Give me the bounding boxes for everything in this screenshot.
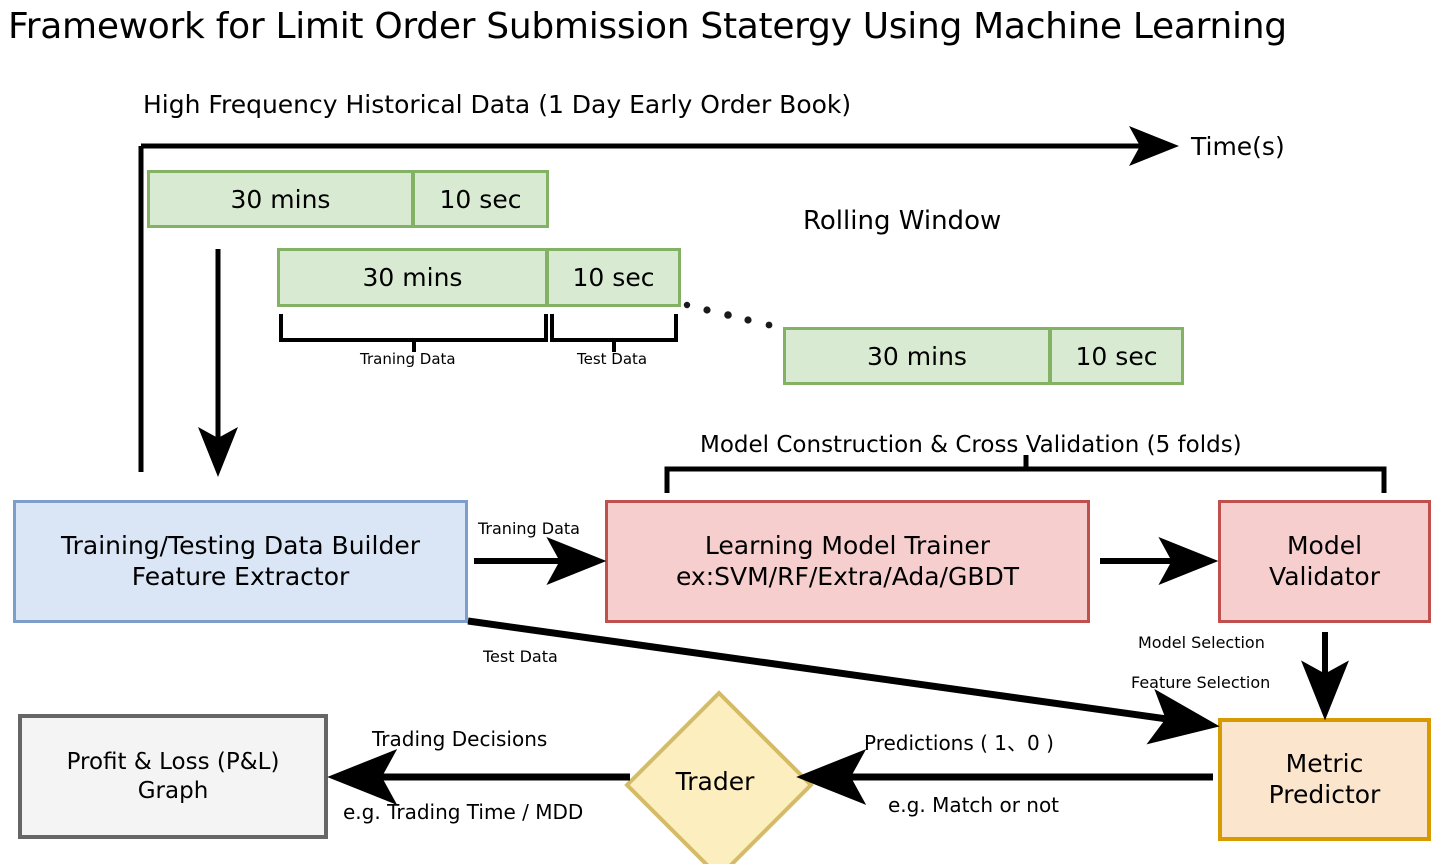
- window-2-train: 30 mins: [277, 248, 548, 307]
- edge-label-predictions: Predictions ( 1、0 ): [864, 731, 1054, 755]
- node-model-trainer-line1: Learning Model Trainer: [704, 531, 991, 560]
- rolling-window-label: Rolling Window: [803, 206, 1002, 236]
- edge-label-trading-time-mdd: e.g. Trading Time / MDD: [343, 800, 584, 824]
- node-metric-predictor-line2: Predictor: [1268, 779, 1381, 809]
- node-model-validator-line2: Validator: [1269, 561, 1380, 591]
- node-pnl-graph[interactable]: Profit & Loss (P&L) Graph: [18, 714, 328, 839]
- ellipsis-dots: [683, 301, 773, 329]
- node-data-builder-line1: Training/Testing Data Builder: [61, 531, 420, 560]
- bracket-test-data: [550, 314, 678, 342]
- node-data-builder[interactable]: Training/Testing Data Builder Feature Ex…: [13, 500, 468, 623]
- node-model-validator[interactable]: Model Validator: [1218, 500, 1431, 623]
- page-title: Framework for Limit Order Submission Sta…: [8, 6, 1287, 47]
- arrow-builder-to-metric: [467, 617, 1220, 745]
- bracket-training-data: [279, 314, 548, 342]
- node-trader-label: Trader: [675, 766, 755, 796]
- test-data-bracket-label: Test Data: [577, 350, 648, 368]
- training-data-bracket-label: Traning Data: [360, 350, 456, 368]
- node-pnl-graph-line2: Graph: [137, 777, 209, 804]
- bracket-model-construction: [664, 466, 1387, 493]
- time-axis-label: Time(s): [1191, 132, 1285, 161]
- window-2-test: 10 sec: [546, 248, 681, 307]
- node-data-builder-line2: Feature Extractor: [131, 561, 350, 591]
- window-1-train: 30 mins: [147, 170, 414, 228]
- node-metric-predictor[interactable]: Metric Predictor: [1218, 718, 1431, 841]
- edge-label-training-data: Traning Data: [478, 519, 580, 538]
- model-construction-label: Model Construction & Cross Validation (5…: [700, 432, 1242, 458]
- node-pnl-graph-line1: Profit & Loss (P&L): [66, 749, 280, 776]
- historical-data-label: High Frequency Historical Data (1 Day Ea…: [143, 90, 852, 119]
- edge-label-feature-selection: Feature Selection: [1131, 673, 1271, 692]
- node-trader[interactable]: Trader: [624, 690, 814, 864]
- edge-label-trading-decisions: Trading Decisions: [372, 727, 548, 751]
- edge-label-model-selection: Model Selection: [1138, 633, 1265, 652]
- edge-label-match-or-not: e.g. Match or not: [888, 793, 1060, 817]
- edge-label-test-data: Test Data: [483, 647, 558, 666]
- window-3-train: 30 mins: [783, 327, 1051, 385]
- node-model-validator-line1: Model: [1286, 531, 1363, 560]
- node-model-trainer[interactable]: Learning Model Trainer ex:SVM/RF/Extra/A…: [605, 500, 1090, 623]
- window-3-test: 10 sec: [1049, 327, 1184, 385]
- window-1-test: 10 sec: [412, 170, 549, 228]
- node-model-trainer-line2: ex:SVM/RF/Extra/Ada/GBDT: [675, 561, 1020, 591]
- node-metric-predictor-line1: Metric: [1285, 749, 1364, 778]
